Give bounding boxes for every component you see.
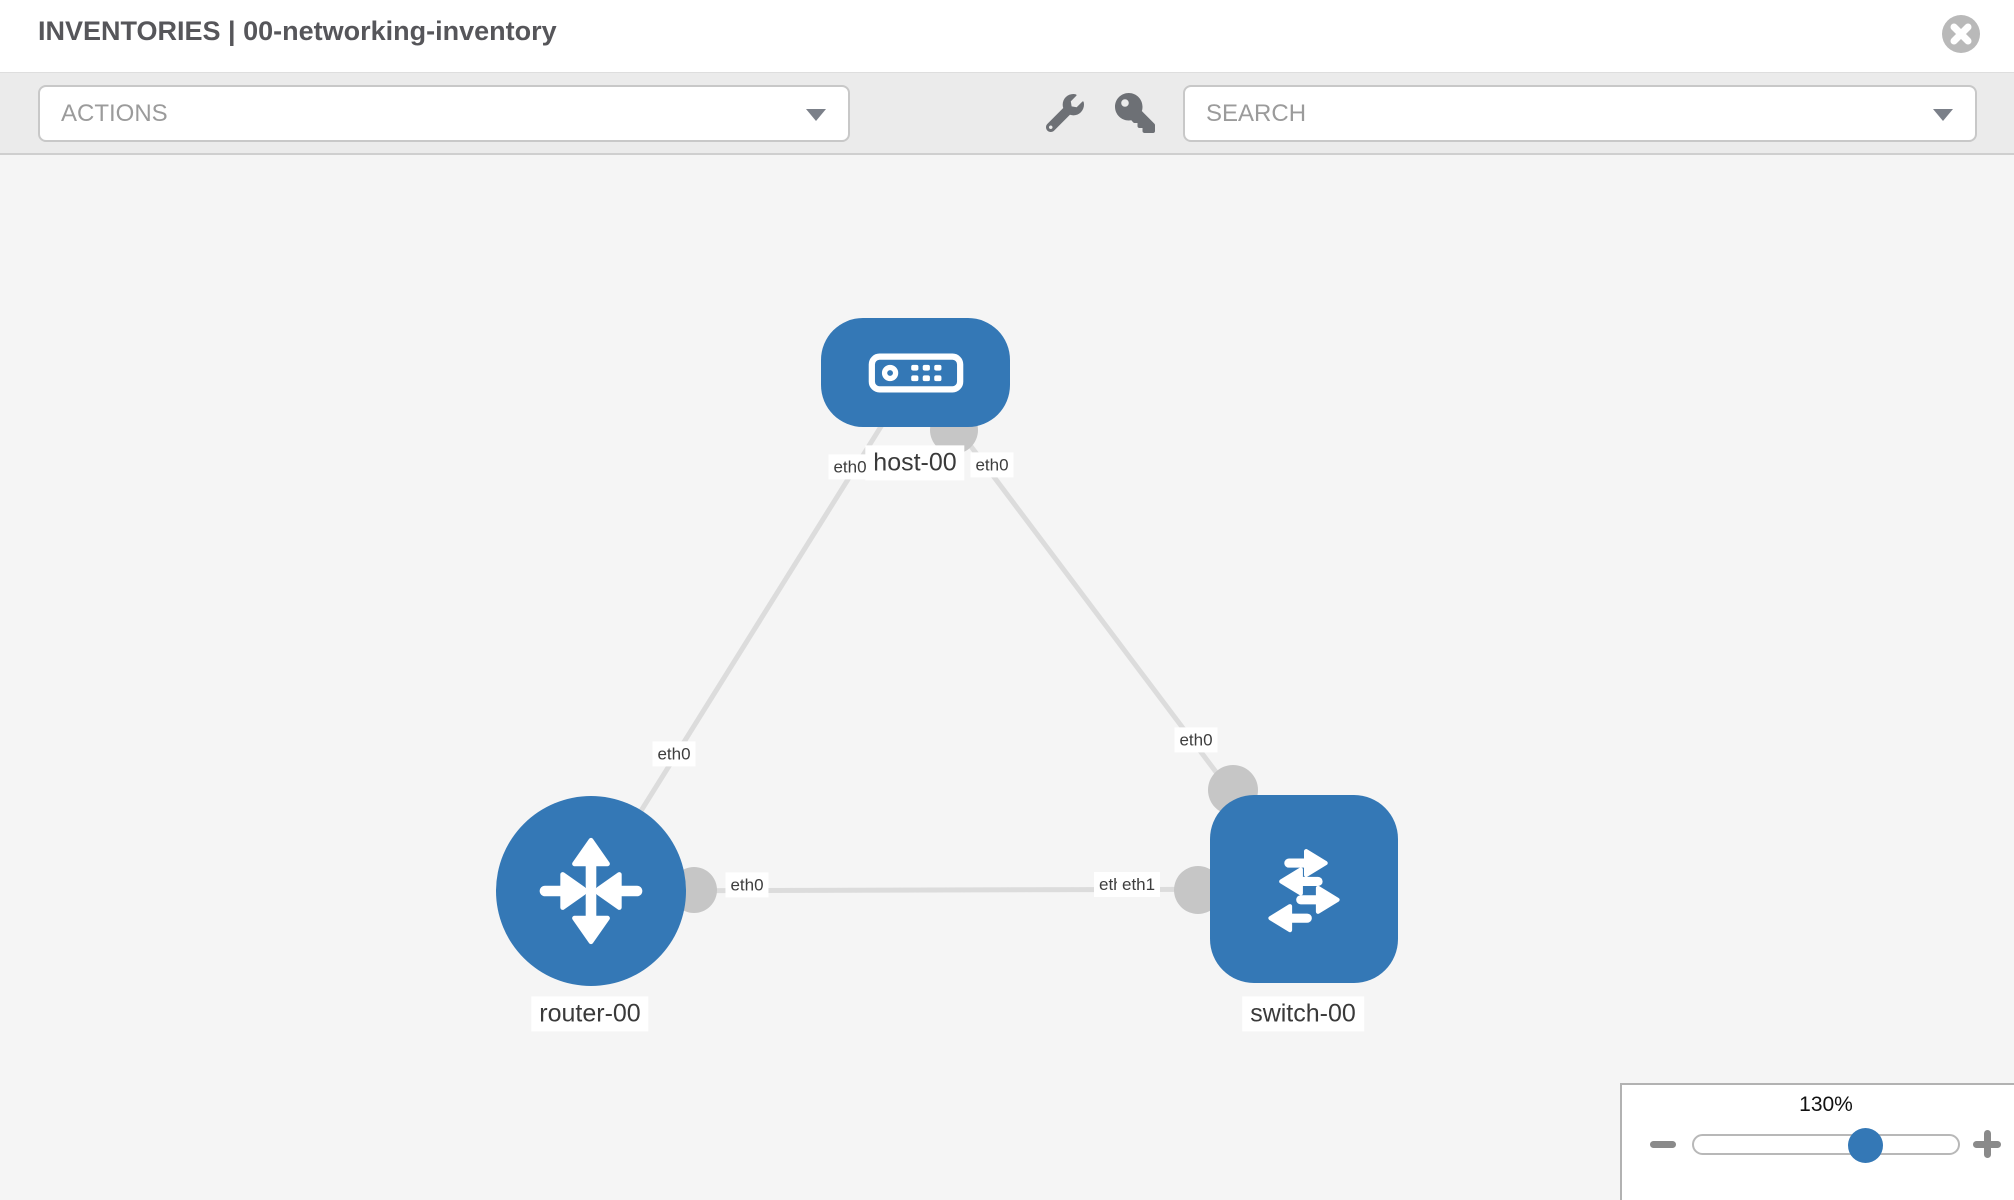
node-label-router-00: router-00 [531, 996, 649, 1032]
plus-icon [1983, 1130, 1991, 1158]
iface-label-router-eth0: eth0 [725, 872, 769, 898]
iface-label-host-router-link: eth0 [652, 741, 696, 767]
node-router-00[interactable] [496, 796, 686, 986]
caret-down-icon [806, 108, 826, 121]
node-label-host-00: host-00 [865, 445, 965, 481]
search-dropdown[interactable]: SEARCH [1183, 85, 1977, 142]
credentials-button[interactable] [1111, 89, 1159, 137]
actions-dropdown-label: ACTIONS [61, 99, 168, 127]
wrench-icon [1046, 94, 1084, 132]
node-label-switch-00: switch-00 [1242, 996, 1364, 1032]
close-icon [1942, 15, 1980, 53]
actions-dropdown[interactable]: ACTIONS [38, 85, 850, 142]
iface-label-host-right: eth0 [970, 452, 1014, 478]
switch-icon [1268, 849, 1340, 933]
page-title: INVENTORIES | 00-networking-inventory [38, 16, 557, 46]
caret-down-icon [1933, 108, 1953, 121]
close-button[interactable] [1941, 14, 1981, 54]
zoom-level: 130% [1799, 1093, 1853, 1116]
header: INVENTORIES | 00-networking-inventory [0, 0, 2014, 72]
zoom-slider-track[interactable] [1692, 1134, 1960, 1155]
router-icon [539, 837, 643, 945]
iface-label-host-left: eth0 [828, 454, 872, 480]
zoom-out-button[interactable] [1646, 1129, 1680, 1159]
iface-label-switch-eth1: eth1 [1117, 872, 1161, 898]
host-icon [868, 353, 963, 392]
topology-canvas[interactable]: host-00 eth0 eth0 eth0 eth0 eth0 eth0 et… [0, 155, 2014, 1200]
key-icon [1115, 93, 1155, 133]
search-input-placeholder: SEARCH [1206, 99, 1307, 127]
iface-label-host-switch-link: eth0 [1174, 727, 1218, 753]
configure-button[interactable] [1041, 89, 1089, 137]
minus-icon [1650, 1141, 1676, 1148]
node-host-00[interactable] [821, 318, 1010, 427]
node-switch-00[interactable] [1210, 795, 1398, 983]
zoom-panel: 130% [1620, 1083, 2014, 1200]
toolbar: ACTIONS SEARCH [0, 72, 2014, 155]
topology-links-layer [588, 370, 1306, 914]
zoom-in-button[interactable] [1971, 1129, 2003, 1159]
zoom-slider-thumb[interactable] [1848, 1128, 1883, 1163]
